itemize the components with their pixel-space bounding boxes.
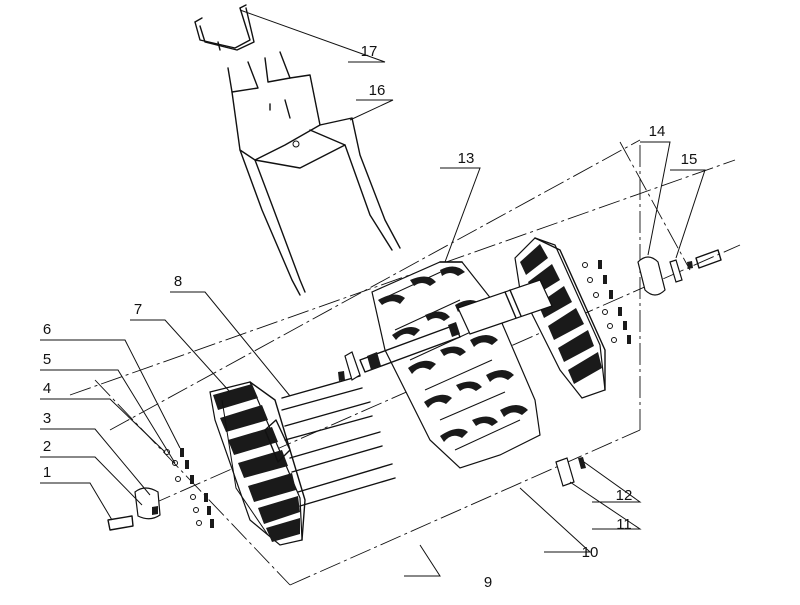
tie-rods-part-8	[281, 375, 396, 507]
left-fasteners	[164, 448, 214, 528]
right-axle-hardware	[637, 249, 722, 296]
callout-10: 10	[582, 544, 599, 561]
callout-16: 16	[369, 82, 386, 99]
sleeve-part-10	[457, 279, 553, 335]
handle-grip-part-17	[194, 4, 255, 51]
tire-drum-part-13	[371, 261, 541, 469]
callout-3: 3	[43, 410, 51, 427]
leader-lines	[40, 9, 706, 577]
callout-labels: 1 2 3 4 5 6 7 8 9 10 11 12 13 14 15 16 1…	[43, 43, 698, 591]
callout-4: 4	[43, 380, 51, 397]
washer-part-12	[578, 457, 586, 469]
callout-17: 17	[361, 43, 378, 60]
callout-12: 12	[616, 487, 633, 504]
callout-7: 7	[134, 301, 142, 318]
left-wheel-part-7	[209, 381, 306, 546]
axle-part-9	[338, 322, 461, 381]
right-wheel	[514, 237, 606, 399]
callout-13: 13	[458, 150, 475, 167]
bushing-part-11	[555, 457, 575, 487]
callout-9: 9	[484, 574, 492, 591]
right-fasteners	[582, 260, 631, 344]
handle-frame-part-16	[227, 51, 401, 296]
callout-5: 5	[43, 351, 51, 368]
callout-8: 8	[174, 273, 182, 290]
callout-2: 2	[43, 438, 51, 455]
callout-6: 6	[43, 321, 51, 338]
callout-14: 14	[649, 123, 666, 140]
callout-1: 1	[43, 464, 51, 481]
callout-11: 11	[616, 516, 632, 533]
left-axle-hardware	[107, 487, 161, 531]
callout-15: 15	[681, 151, 698, 168]
